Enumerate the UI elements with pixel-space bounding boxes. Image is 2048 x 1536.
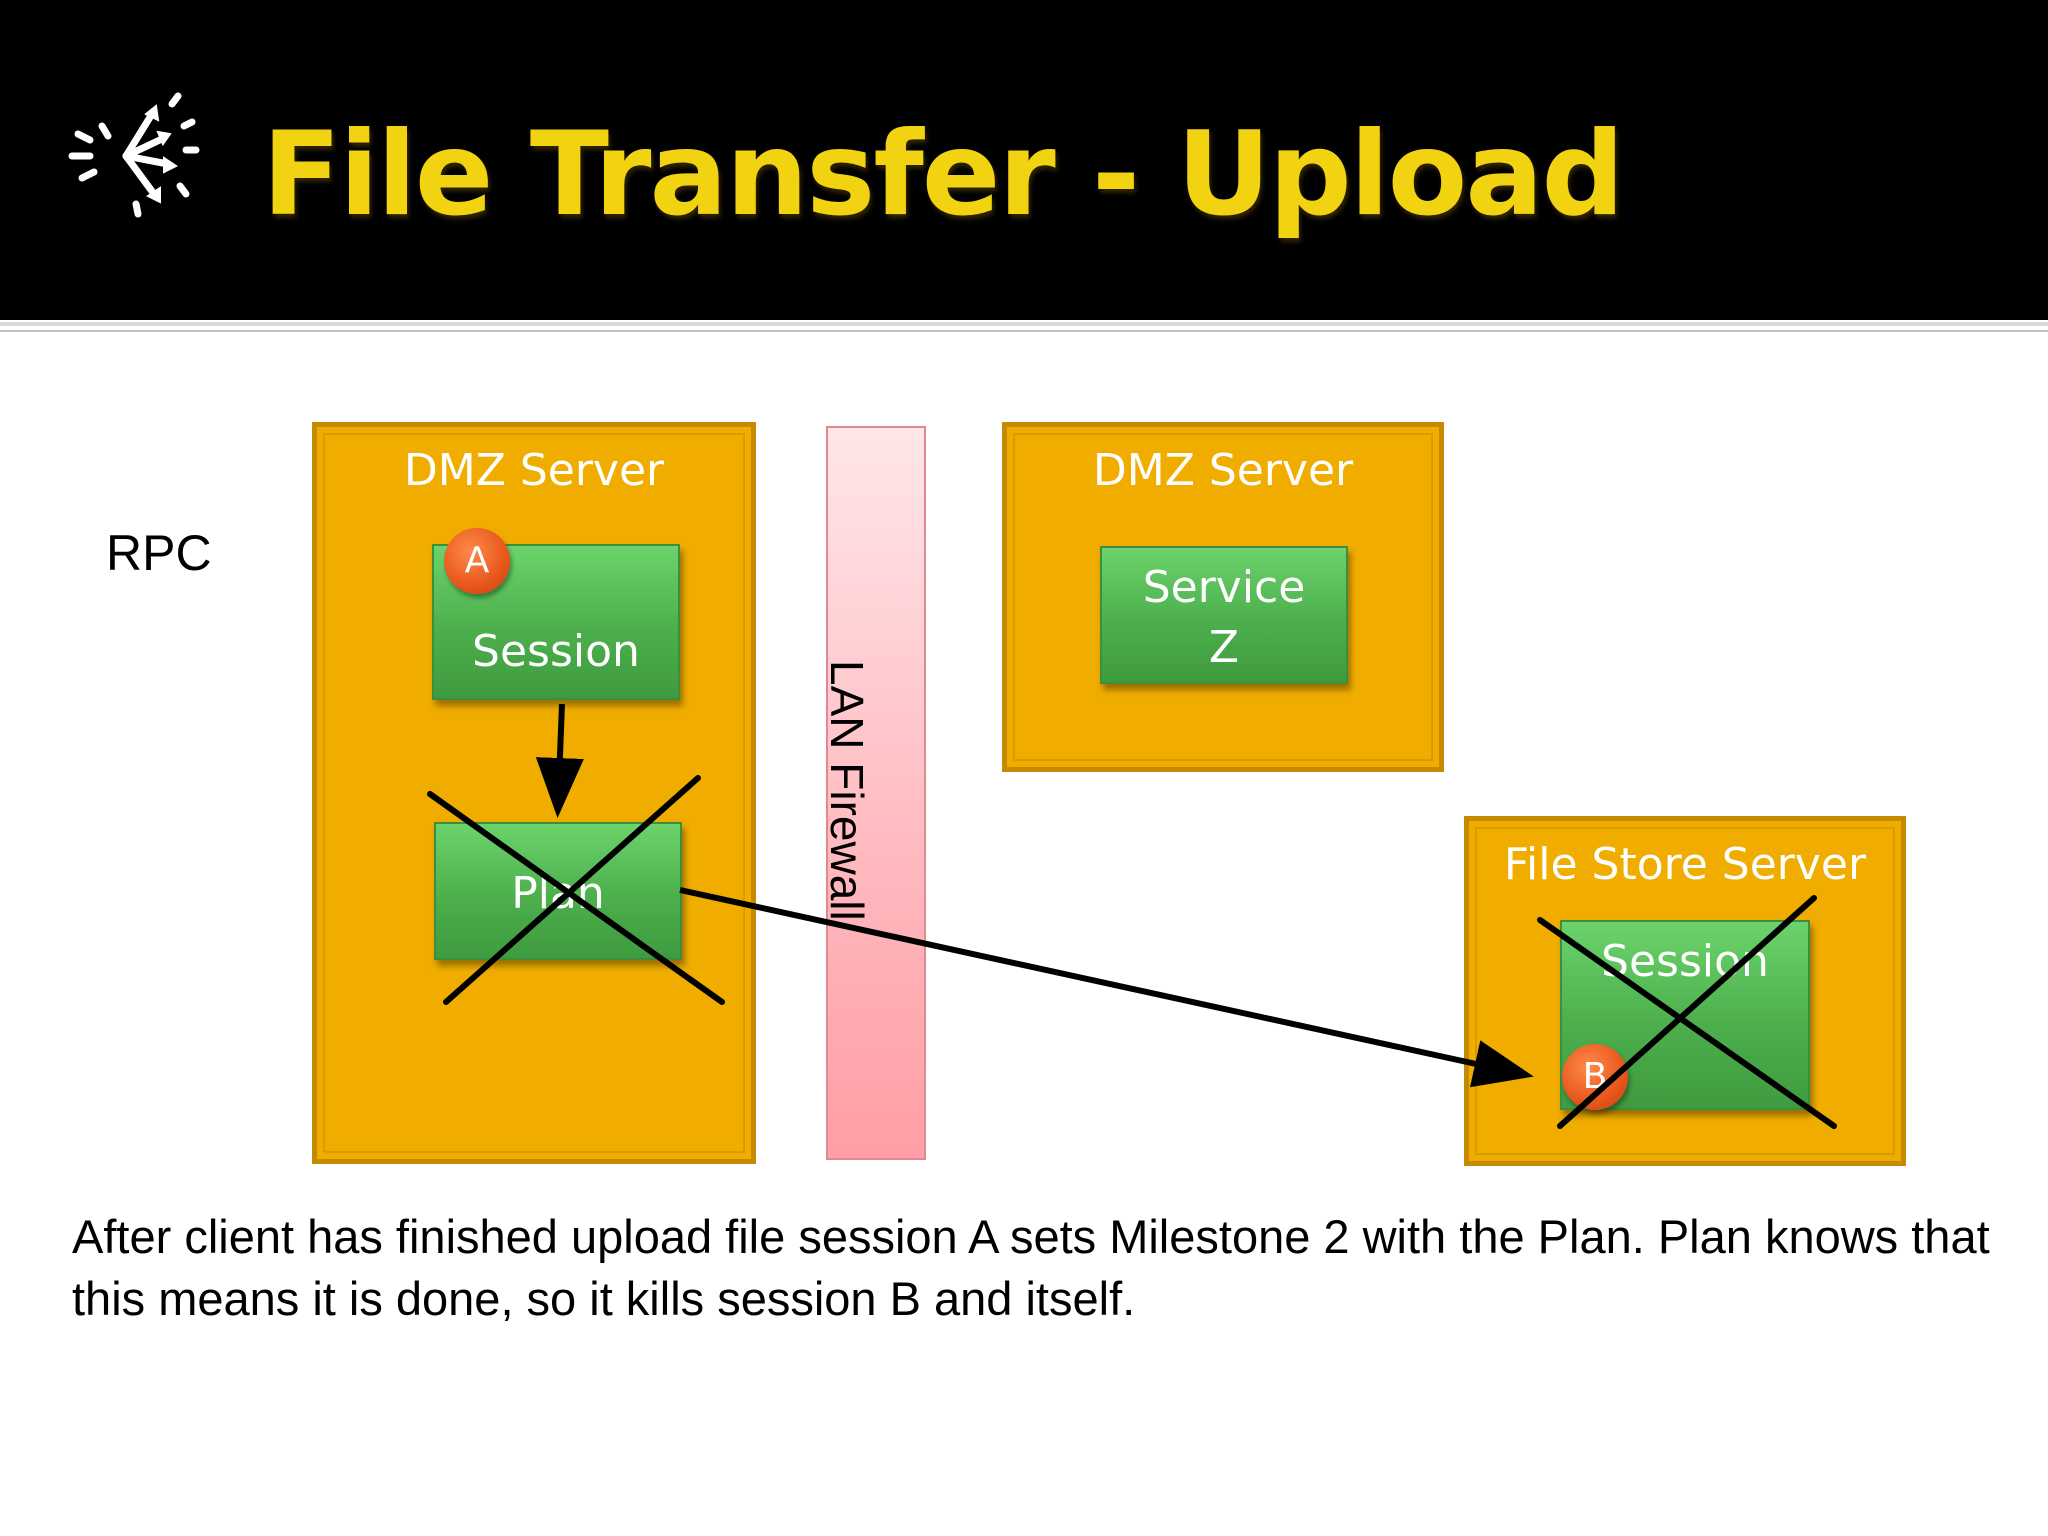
- title-bar: [0, 0, 2048, 320]
- scatter-arrows-icon: [68, 92, 200, 218]
- slide-title: File Transfer - Upload: [262, 107, 1625, 242]
- node-label: Session: [1601, 936, 1769, 987]
- title-divider: [0, 322, 2048, 326]
- title-divider-secondary: [0, 330, 2048, 332]
- firewall-label: LAN Firewall: [821, 660, 873, 921]
- node-label-line1: Service: [1142, 562, 1306, 613]
- badge-a: A: [444, 528, 510, 594]
- node-label: Session: [472, 626, 640, 677]
- plan-to-session-b-arrow: [679, 887, 1534, 1088]
- server-title: DMZ Server: [403, 445, 665, 496]
- plan-node: Plan: [434, 822, 682, 960]
- node-label-line2: Z: [1208, 622, 1240, 673]
- rpc-label: RPC: [106, 525, 212, 581]
- node-label: Plan: [511, 868, 605, 919]
- slide-caption: After client has finished upload file se…: [72, 1210, 1990, 1325]
- server-title: File Store Server: [1503, 839, 1867, 890]
- session-a-node: Session: [432, 544, 680, 700]
- server-title: DMZ Server: [1092, 445, 1354, 496]
- service-z-node: Service Z: [1100, 546, 1348, 684]
- dmz-server-left: DMZ Server: [312, 422, 756, 1164]
- badge-b: B: [1562, 1044, 1628, 1110]
